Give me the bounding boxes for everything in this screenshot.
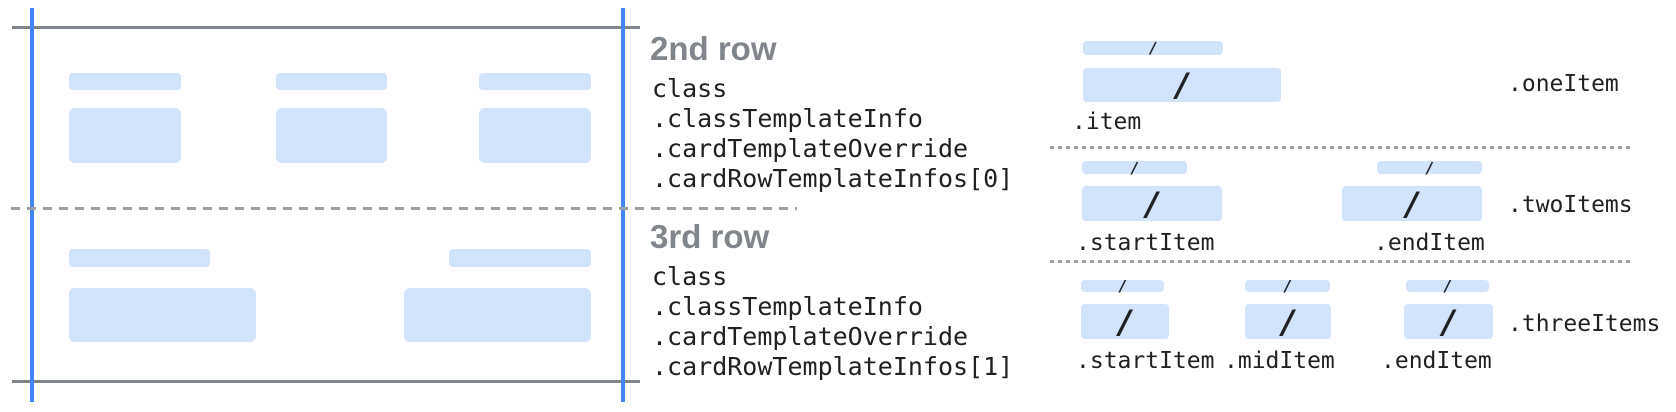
code-line: .classTemplateInfo xyxy=(652,292,923,321)
field-label-placeholder xyxy=(69,249,210,267)
code-line: class xyxy=(652,262,728,291)
item-name-label: .endItem xyxy=(1374,230,1485,256)
field-value-placeholder xyxy=(479,108,591,163)
field-label-placeholder xyxy=(449,249,591,267)
item-value-bar: / xyxy=(1082,186,1222,221)
row-2-heading: 2nd row xyxy=(650,30,777,67)
field-value-placeholder xyxy=(69,288,256,342)
item-label-bar: / xyxy=(1082,160,1187,175)
field-label-placeholder xyxy=(276,73,387,90)
blue-guide-line-right xyxy=(621,8,625,402)
item-label-bar: / xyxy=(1377,160,1482,175)
item-name-label: .startItem xyxy=(1076,348,1215,374)
item-name-label: .startItem xyxy=(1076,230,1215,256)
item-value-bar: / xyxy=(1083,68,1281,102)
code-line: .cardRowTemplateInfos[0] xyxy=(652,164,1014,193)
card-top-boundary-line xyxy=(12,26,640,29)
layout-name-label: .oneItem xyxy=(1508,71,1619,97)
item-value-bar: / xyxy=(1404,304,1493,339)
item-label-bar: / xyxy=(1406,279,1489,294)
layout-name-label: .twoItems xyxy=(1508,192,1633,218)
item-name-label: .endItem xyxy=(1381,348,1492,374)
card-bottom-boundary-line xyxy=(12,380,640,383)
code-line: .cardRowTemplateInfos[1] xyxy=(652,352,1014,381)
field-label-placeholder xyxy=(479,73,591,90)
code-line: .classTemplateInfo xyxy=(652,104,923,133)
row-3-heading: 3rd row xyxy=(650,218,770,255)
code-line: .cardTemplateOverride xyxy=(652,134,969,163)
item-value-bar: / xyxy=(1081,304,1169,339)
field-value-placeholder xyxy=(404,288,591,342)
code-line: class xyxy=(652,74,728,103)
row-3-class-path: class .classTemplateInfo .cardTemplateOv… xyxy=(652,262,1013,382)
row-divider-dashed-line xyxy=(11,207,797,210)
layout-divider-dotted-line xyxy=(1050,146,1632,149)
blue-guide-line-left xyxy=(30,8,34,402)
item-label-bar: / xyxy=(1081,279,1164,294)
field-label-placeholder xyxy=(69,73,181,90)
row-2-class-path: class .classTemplateInfo .cardTemplateOv… xyxy=(652,74,1013,194)
item-name-label: .item xyxy=(1072,109,1142,135)
item-value-bar: / xyxy=(1342,186,1482,221)
item-label-bar: / xyxy=(1245,279,1330,294)
code-line: .cardTemplateOverride xyxy=(652,322,969,351)
layout-divider-dotted-line xyxy=(1050,260,1632,263)
layout-name-label: .threeItems xyxy=(1508,311,1661,337)
field-value-placeholder xyxy=(69,108,181,163)
field-value-placeholder xyxy=(276,108,387,163)
item-value-bar: / xyxy=(1245,304,1331,339)
item-name-label: .midItem xyxy=(1224,348,1335,374)
item-label-bar: / xyxy=(1083,41,1223,56)
